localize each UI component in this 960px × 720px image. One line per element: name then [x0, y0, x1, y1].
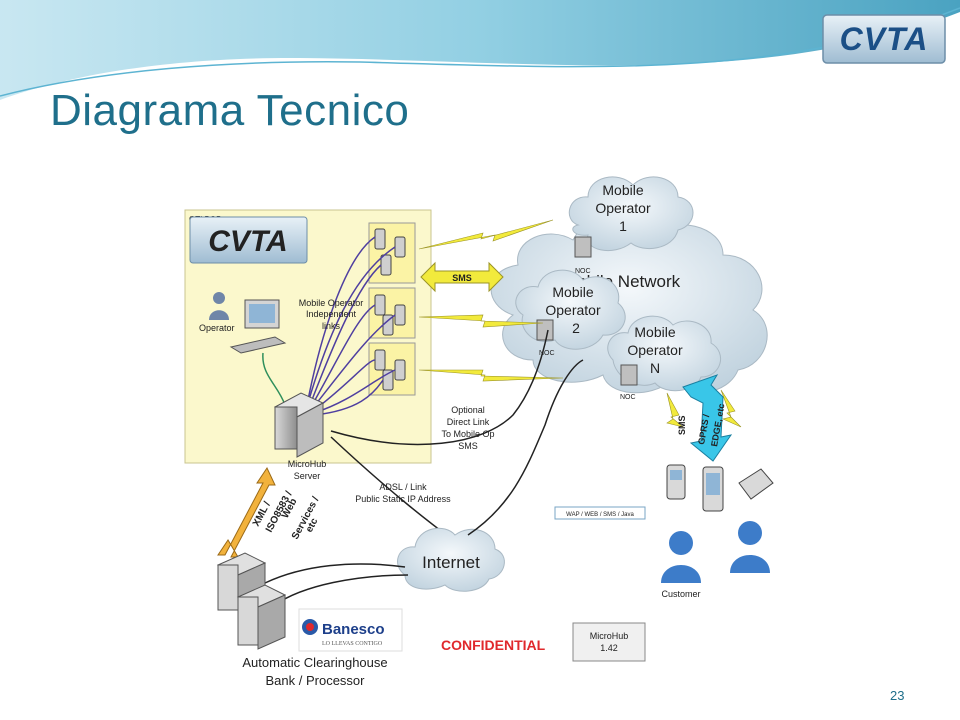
clearinghouse-line2: Bank / Processor — [266, 673, 366, 688]
pop-cvta-logo-text: CVTA — [208, 225, 287, 258]
independent-links-line1: Mobile Operator — [299, 298, 364, 308]
mobile-operator-1-cloud: Mobile Operator 1 — [568, 176, 694, 251]
independent-links-line2: Independent — [306, 309, 357, 319]
operator-icon: Operator — [199, 292, 235, 333]
wap-label-box: WAP / WEB / SMS / Java — [554, 506, 646, 520]
mobile-phone-1-icon — [666, 464, 686, 500]
noc-2-device: NOC — [536, 319, 555, 357]
banesco-logo: Banesco LO LLEVAS CONTIGO — [298, 608, 403, 652]
internet-to-bank-link — [264, 563, 406, 584]
modem-group-1 — [368, 222, 416, 284]
server-label-line1: MicroHub — [288, 459, 327, 469]
modem-group-2 — [368, 287, 416, 339]
server-label-line2: Server — [294, 471, 321, 481]
independent-links-line3: links — [322, 321, 341, 331]
wap-label: WAP / WEB / SMS / Java — [566, 512, 634, 518]
microhub-version-line2: 1.42 — [600, 643, 618, 653]
mobile-operator-n-line3: N — [650, 360, 660, 376]
cvta-logo-text: CVTA — [840, 21, 929, 57]
customer-label: Customer — [661, 589, 700, 599]
banesco-tagline: LO LLEVAS CONTIGO — [322, 641, 383, 647]
banesco-brand: Banesco — [322, 621, 385, 638]
mobile-operator-2-line2: Operator — [545, 302, 601, 318]
mobile-phone-3-icon — [738, 468, 774, 500]
mobile-operator-2-line1: Mobile — [552, 284, 593, 300]
customer-1-icon — [661, 531, 701, 583]
adsl-label-line1: ADSL / Link — [379, 482, 427, 492]
technical-diagram: GTI POP CVTA Mobile Network Mobile Opera… — [183, 165, 800, 692]
optional-link-line2: Direct Link — [447, 417, 490, 427]
optional-direct-link — [330, 329, 549, 446]
independent-links — [307, 236, 396, 416]
mobile-operator-n-line1: Mobile — [634, 324, 675, 340]
mobile-phone-2-icon — [702, 466, 724, 512]
cyan-arrow-line1: SMS — [677, 415, 687, 435]
noc-2-label: NOC — [539, 350, 555, 357]
page-title: Diagrama Tecnico — [50, 86, 410, 135]
cvta-logo: CVTA — [822, 14, 946, 64]
bank-buildings-icon — [216, 552, 287, 650]
sms-arrow-label: SMS — [452, 273, 472, 283]
operator-cable — [262, 352, 286, 406]
header-wave-decoration — [0, 0, 960, 104]
mobile-operator-1-line2: Operator — [595, 200, 651, 216]
noc-1-label: NOC — [575, 268, 591, 275]
cyan-double-arrow: SMS GPRS / EDGE, etc — [677, 374, 733, 462]
microhub-version-line1: MicroHub — [590, 631, 629, 641]
microhub-version-box: MicroHub 1.42 — [572, 622, 646, 662]
page-number: 23 — [890, 688, 905, 703]
internet-label: Internet — [422, 553, 480, 572]
noc-1-device: NOC — [574, 236, 592, 275]
wireless-link-bolts — [418, 219, 742, 428]
internet-to-mobile-link — [467, 359, 584, 536]
mobile-operator-n-line2: Operator — [627, 342, 683, 358]
optional-link-line4: SMS — [458, 441, 478, 451]
adsl-label-line2: Public Static IP Address — [355, 494, 451, 504]
noc-n-device: NOC — [620, 364, 638, 401]
mobile-operator-1-line1: Mobile — [602, 182, 643, 198]
mobile-operator-1-line3: 1 — [619, 218, 627, 234]
optional-link-line3: To Mobile Op — [441, 429, 494, 439]
noc-n-label: NOC — [620, 394, 636, 401]
modem-group-3 — [368, 342, 416, 396]
microhub-server-icon — [273, 392, 325, 458]
computer-icon — [229, 299, 287, 354]
clearinghouse-line1: Automatic Clearinghouse — [242, 655, 387, 670]
pop-cvta-logo — [189, 216, 308, 264]
internet-cloud: Internet — [397, 527, 505, 592]
customer-2-icon — [730, 521, 770, 573]
operator-label: Operator — [199, 323, 235, 333]
confidential-label: CONFIDENTIAL — [441, 637, 546, 653]
optional-link-line1: Optional — [451, 405, 485, 415]
mobile-operator-2-line3: 2 — [572, 320, 580, 336]
sms-double-arrow: SMS — [420, 261, 504, 293]
